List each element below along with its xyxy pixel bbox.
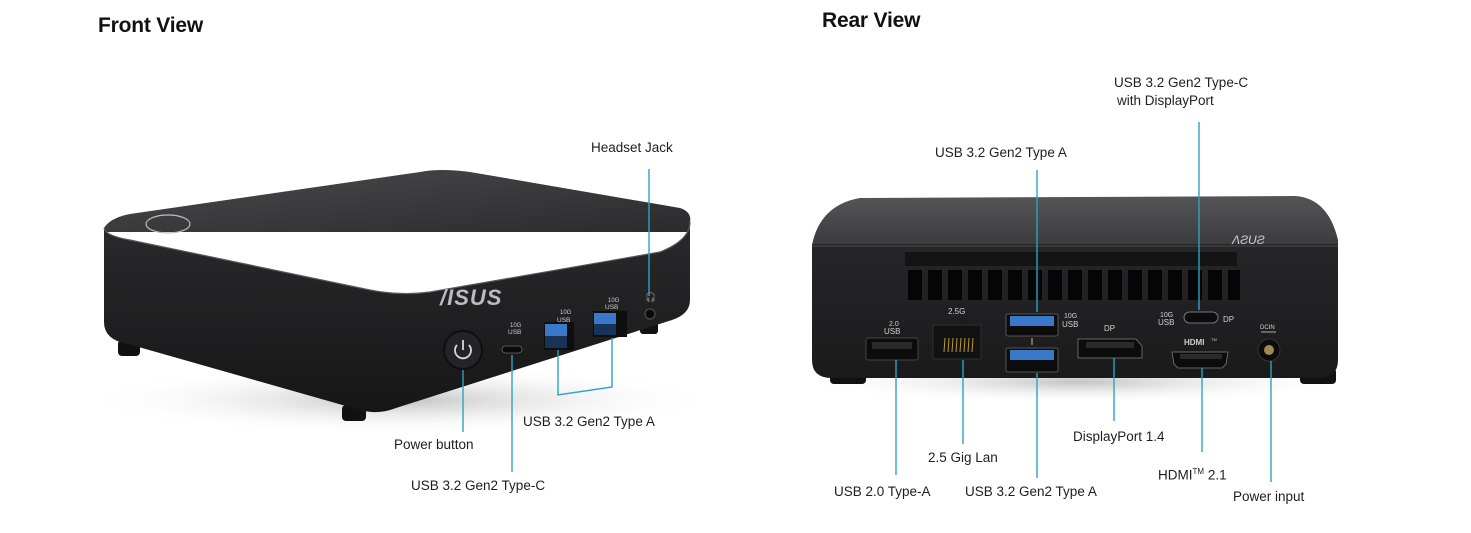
callout-front-usb-a: USB 3.2 Gen2 Type A (523, 414, 655, 429)
leader-lines-rear (895, 122, 1272, 482)
callout-power-button: Power button (394, 437, 474, 452)
callout-usb-c-dp-line2: with DisplayPort (1117, 93, 1214, 108)
dc-in-port-icon (1264, 345, 1274, 355)
svg-text:2.5G: 2.5G (948, 307, 965, 316)
headset-jack-icon (644, 308, 656, 320)
callout-displayport: DisplayPort 1.4 (1073, 429, 1165, 444)
svg-text:10G: 10G (1160, 312, 1173, 319)
svg-text:USB: USB (508, 329, 521, 336)
callout-headset-jack: Headset Jack (591, 140, 673, 155)
usb-c-dp-port-icon (1183, 311, 1219, 324)
svg-text:USB: USB (884, 327, 900, 336)
svg-text:USB: USB (1062, 320, 1078, 329)
svg-text:10G: 10G (560, 310, 572, 316)
svg-text:10G: 10G (1064, 313, 1077, 320)
displayport-port-icon (1077, 338, 1143, 359)
svg-text:DCIN: DCIN (1260, 325, 1275, 331)
svg-text:USB: USB (605, 304, 618, 311)
rear-top-logo: ɅƧUƧ (1231, 233, 1265, 247)
power-button-icon (443, 330, 483, 370)
callout-lan: 2.5 Gig Lan (928, 450, 998, 465)
svg-text:DP: DP (1223, 315, 1234, 324)
svg-text:🎧: 🎧 (645, 291, 656, 303)
svg-text:2.0: 2.0 (889, 321, 899, 328)
callout-usb2: USB 2.0 Type-A (834, 484, 931, 499)
hdmi-trademark: TM (1192, 467, 1205, 476)
top-logo-icon (145, 214, 191, 234)
rear-view-title: Rear View (822, 9, 921, 32)
front-view-title: Front View (98, 14, 203, 37)
svg-text:10G: 10G (608, 298, 620, 304)
svg-text:USB: USB (1158, 318, 1174, 327)
callout-rear-usb-a-top: USB 3.2 Gen2 Type A (935, 145, 1067, 160)
svg-text:TM: TM (1211, 337, 1217, 342)
leader-lines-front (462, 169, 650, 472)
callout-rear-usb-a-bottom: USB 3.2 Gen2 Type A (965, 484, 1097, 499)
hdmi-text: HDMI (1158, 467, 1193, 483)
asus-logo: /ISUS (439, 285, 502, 310)
vent-grille (908, 270, 1240, 300)
callout-hdmi: HDMITM 2.1 (1158, 463, 1227, 484)
hdmi-version: 2.1 (1204, 467, 1227, 483)
svg-text:HDMI: HDMI (1184, 338, 1204, 347)
callout-power-input: Power input (1233, 489, 1305, 504)
svg-text:USB: USB (557, 317, 570, 324)
callout-front-usb-c: USB 3.2 Gen2 Type-C (411, 478, 546, 493)
svg-text:DP: DP (1104, 324, 1115, 333)
svg-text:10G: 10G (510, 323, 522, 329)
callout-usb-c-dp-line1: USB 3.2 Gen2 Type-C (1114, 75, 1249, 90)
usb-c-port-icon (501, 345, 523, 354)
